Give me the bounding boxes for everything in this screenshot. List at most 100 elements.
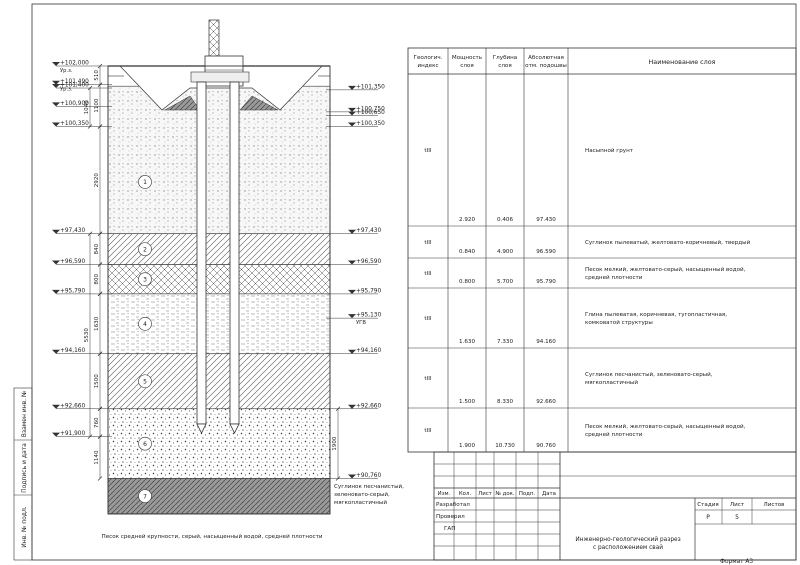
cell-depth: 8.330 xyxy=(497,399,513,405)
layer-number: 6 xyxy=(143,441,147,448)
title-block-column: Дата xyxy=(542,491,556,497)
note-line-2: зеленовато-серый, xyxy=(334,491,390,498)
elevation-marks: +102,000Ур.з.+101,490Ур.з.+101,400+100,9… xyxy=(52,61,385,479)
level-label-right: +90,760 xyxy=(356,473,381,479)
dim-outer-tick xyxy=(87,124,93,129)
dim-inner-label: 1140 xyxy=(94,450,100,465)
role-developer: Разработал xyxy=(436,502,470,508)
dim-inner-label: 840 xyxy=(94,243,100,254)
cell-name: Песок мелкий, желтовато-серый, насыщенны… xyxy=(585,423,746,430)
layer-number: 7 xyxy=(143,493,147,500)
note-right: Суглинок песчанистый, зеленовато-серый, … xyxy=(334,483,404,506)
layer-number-circle xyxy=(138,242,152,256)
dim-outer-tick xyxy=(87,231,93,236)
level-marker-left xyxy=(52,432,60,437)
level-marker-right xyxy=(348,122,356,127)
cell-depth: 10.730 xyxy=(495,443,515,449)
level-label-right: +92,660 xyxy=(356,403,381,409)
dim-right-tick xyxy=(335,476,341,481)
header-elevation-1: Абсолютная xyxy=(528,55,564,61)
dim-outer-label: 5530 xyxy=(84,328,90,343)
header-elevation-2: отм. подошвы xyxy=(525,63,567,69)
level-marker-left xyxy=(52,289,60,294)
dim-inner-tick xyxy=(97,434,103,439)
level-label-right: +95,130 xyxy=(356,313,381,319)
level-label-left: +91,900 xyxy=(60,431,85,437)
dim-inner-label: 1100 xyxy=(94,98,100,113)
gravel-mound-left xyxy=(164,95,201,111)
drawing-title-line-2: с расположением свай xyxy=(593,544,663,551)
level-label-right: +95,790 xyxy=(356,288,381,294)
stage-value: Р xyxy=(706,514,710,521)
side-stamp-label-2: Подпись и дата xyxy=(21,443,28,493)
gravel-mound-right xyxy=(239,95,279,111)
dim-inner-tick xyxy=(97,124,103,129)
header-index-1: Геологич. xyxy=(414,55,443,61)
dimension-lines: 5101100292084080016301500760114010405530… xyxy=(84,63,341,481)
role-gap: ГАП xyxy=(444,526,455,532)
level-marker-left xyxy=(52,260,60,265)
header-thickness-1: Мощность xyxy=(452,55,482,61)
level-label-left: +96,590 xyxy=(60,259,85,265)
level-label-right: +94,160 xyxy=(356,348,381,354)
title-block-column: Изм. xyxy=(438,491,451,497)
cell-depth: 0.406 xyxy=(497,217,513,223)
level-marker-right xyxy=(348,107,356,112)
level-label-left: +100,350 xyxy=(60,121,89,127)
cell-thickness: 2.920 xyxy=(459,217,475,223)
level-label-right: +100,650 xyxy=(356,110,385,116)
level-marker-left xyxy=(52,122,60,127)
cell-name: комковатой структуры xyxy=(585,319,653,326)
layer-number: 4 xyxy=(143,321,147,328)
level-label-left: +94,160 xyxy=(60,348,85,354)
dim-right-tick xyxy=(335,406,341,412)
note-line-3: мягкопластичный xyxy=(334,499,387,506)
header-name: Наименование слоя xyxy=(648,58,715,66)
header-depth-2: слоя xyxy=(498,63,511,69)
cell-index: tIII xyxy=(424,271,431,277)
layer-number-circle xyxy=(138,374,152,389)
dim-inner-label: 510 xyxy=(94,70,100,81)
level-label-left: +97,430 xyxy=(60,228,85,234)
level-marker-right xyxy=(348,229,356,234)
cell-elevation: 90.760 xyxy=(536,443,556,449)
dim-inner-tick xyxy=(97,476,103,481)
level-note-left: Ур.з. xyxy=(60,87,73,93)
layer-number: 5 xyxy=(143,378,147,385)
level-label-left: +102,000 xyxy=(60,61,89,67)
cell-elevation: 92.660 xyxy=(536,399,556,405)
drawing-title-line-1: Инженерно-геологический разрез xyxy=(575,536,680,543)
header-index-2: индекс xyxy=(417,63,438,69)
level-marker-left xyxy=(52,404,60,409)
dim-outer-tick xyxy=(87,85,93,91)
dim-inner-tick xyxy=(97,231,103,236)
cell-elevation: 96.590 xyxy=(536,249,556,255)
header-thickness-2: слоя xyxy=(460,63,473,69)
cell-thickness: 0.840 xyxy=(459,249,475,255)
soil-layer-1 xyxy=(107,85,331,235)
cell-thickness: 1.500 xyxy=(459,399,475,405)
dim-inner-label: 800 xyxy=(94,273,100,284)
layer-number-circle xyxy=(138,436,152,451)
title-block-column: Кол. xyxy=(459,491,472,497)
title-block-column: № док. xyxy=(495,491,515,497)
cell-name: Суглинок пылеватый, желтовато-коричневый… xyxy=(585,239,751,246)
side-stamp-label-1: Взамен инв. № xyxy=(21,391,28,437)
cell-depth: 7.330 xyxy=(497,339,513,345)
dim-inner-label: 760 xyxy=(94,417,100,428)
level-marker-right xyxy=(348,85,356,90)
cell-elevation: 95.790 xyxy=(536,279,556,285)
cell-name: средней плотности xyxy=(585,431,643,438)
stage-header: Стадия xyxy=(697,502,718,508)
level-label-left: +101,400 xyxy=(60,83,89,89)
side-stamp-label-3: Инв. № подл. xyxy=(21,506,28,547)
dim-outer-label: 1040 xyxy=(84,100,90,115)
level-label-left: +100,900 xyxy=(60,101,89,107)
level-label-left: +95,790 xyxy=(60,288,85,294)
level-label-right: +100,750 xyxy=(356,106,385,112)
layer-number: 3 xyxy=(143,276,147,283)
